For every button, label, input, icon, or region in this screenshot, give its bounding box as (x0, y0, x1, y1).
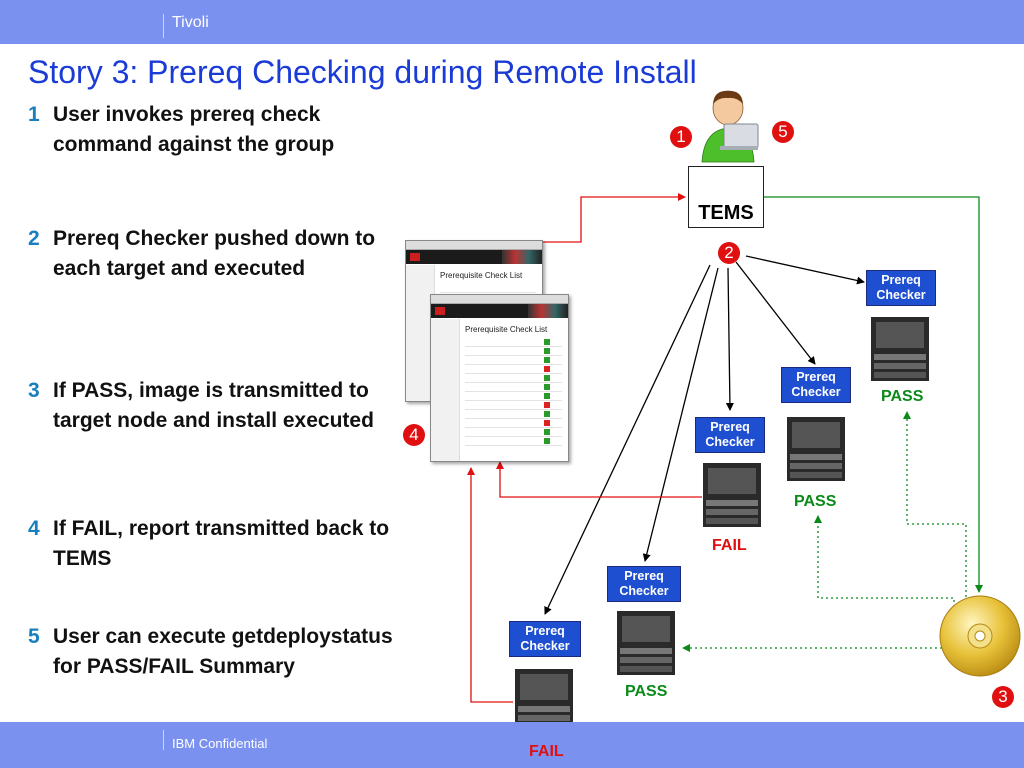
server-icon (787, 417, 845, 481)
confidential-label: IBM Confidential (172, 736, 268, 751)
tems-server: TEMS (688, 166, 764, 228)
report-window-titlebar (406, 241, 542, 250)
report-banner (406, 250, 542, 264)
push-arrow (735, 261, 816, 365)
server-icon (703, 463, 761, 527)
report-sheet: Prerequisite Check List (465, 325, 562, 446)
brand-label: Tivoli (172, 14, 209, 31)
step-number: 2 (28, 227, 40, 250)
report-title: Prerequisite Check List (465, 325, 548, 334)
prereq-checker-box: Prereq Checker (695, 417, 765, 453)
step-text: User invokes prereq check command agains… (53, 103, 335, 156)
target-status: PASS (794, 493, 837, 510)
report-sidebar (431, 319, 460, 461)
pass-transfer-line (903, 411, 967, 612)
push-arrow (745, 255, 865, 285)
report-window-titlebar (431, 295, 568, 304)
step-4: 4 If FAIL, report transmitted back to TE… (28, 514, 408, 574)
header-divider (163, 14, 164, 38)
user-icon (701, 90, 759, 163)
footer-divider (163, 730, 164, 750)
footer-bar: IBM Confidential (0, 722, 1024, 768)
server-icon (871, 317, 929, 381)
step-text: If PASS, image is transmitted to target … (53, 379, 374, 432)
pass-transfer-line (814, 515, 955, 612)
server-icon (617, 611, 675, 675)
step-number: 3 (28, 379, 40, 402)
step-text: Prereq Checker pushed down to each targe… (53, 227, 376, 280)
target-status: PASS (625, 683, 668, 700)
prereq-checker-box: Prereq Checker (866, 270, 936, 306)
push-arrow (544, 264, 711, 615)
target-status: FAIL (529, 743, 564, 760)
step-text: User can execute getdeploystatus for PAS… (53, 625, 393, 678)
step-marker-2: 2 (718, 242, 740, 264)
prereq-report-screenshot: Prerequisite Check List (430, 294, 569, 462)
fail-report-line (496, 461, 702, 498)
step-number: 4 (28, 517, 40, 540)
push-arrow (725, 267, 734, 411)
step-marker-5: 5 (772, 121, 794, 143)
step-text: If FAIL, report transmitted back to TEMS (53, 517, 390, 570)
slide-title: Story 3: Prereq Checking during Remote I… (28, 54, 697, 90)
step-number: 5 (28, 625, 40, 648)
prereq-checker-box: Prereq Checker (607, 566, 681, 602)
tems-label: TEMS (698, 202, 754, 224)
target-status: PASS (881, 388, 924, 405)
install-image-cd-icon (939, 595, 1021, 677)
step-5: 5 User can execute getdeploystatus for P… (28, 622, 408, 682)
step-2: 2 Prereq Checker pushed down to each tar… (28, 224, 408, 284)
step-marker-1: 1 (670, 126, 692, 148)
step-number: 1 (28, 103, 40, 126)
report-to-tems-line (472, 193, 686, 243)
header-bar: Tivoli (0, 0, 1024, 44)
prereq-checker-box: Prereq Checker (781, 367, 851, 403)
step-marker-3: 3 (992, 686, 1014, 708)
step-1: 1 User invokes prereq check command agai… (28, 100, 408, 160)
target-status: FAIL (712, 537, 747, 554)
report-title: Prerequisite Check List (440, 271, 523, 280)
step-3: 3 If PASS, image is transmitted to targe… (28, 376, 408, 436)
step-marker-4: 4 (403, 424, 425, 446)
report-banner (431, 304, 568, 318)
fail-report-line (467, 467, 513, 703)
prereq-checker-box: Prereq Checker (509, 621, 581, 657)
